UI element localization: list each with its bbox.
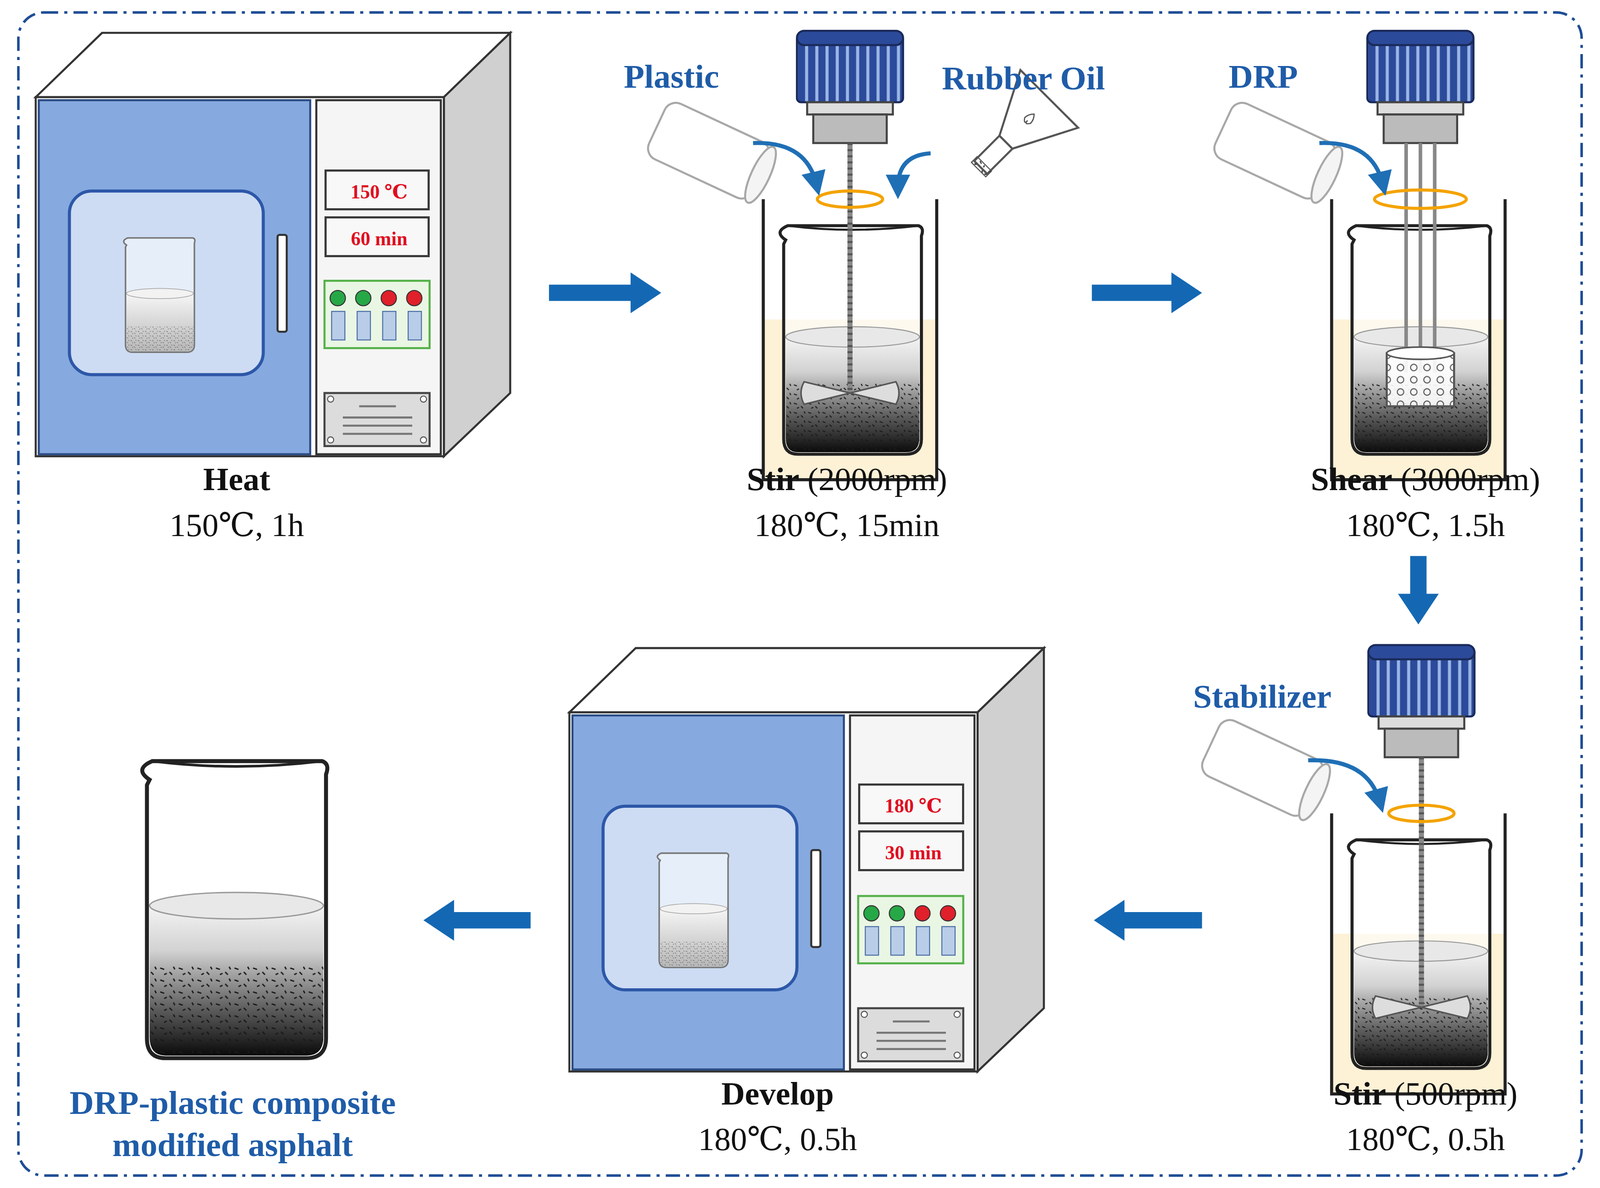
step-title: Stir (500rpm) [1200,1073,1600,1115]
step-title: Develop [553,1073,1003,1115]
flow-arrow [548,272,662,314]
display-text: 150 ℃ [326,179,432,204]
display-readout: 60 min [324,216,430,258]
ingredient-label: Stabilizer [1192,677,1332,716]
step-condition: 180℃, 0.5h [553,1119,1003,1161]
product-label: DRP-plastic composite modified asphalt [38,1082,427,1167]
process-step: Stir (2000rpm)180℃, 15min [661,25,1092,557]
step-keyword: Heat [203,461,271,498]
display-text: 60 min [326,226,432,251]
oven [569,648,1044,1072]
step-keyword: Stir [746,461,799,498]
product-beaker-drawing [142,761,328,1059]
step-condition: 150℃, 1h [12,505,462,546]
process-step: Shear (3000rpm)180℃, 1.5h [1202,25,1580,557]
process-step: Heat150℃, 1h150 ℃60 min [30,25,549,557]
display-text: 180 ℃ [860,794,967,819]
shearing-setup [1210,30,1506,480]
step-keyword: Shear [1310,461,1393,498]
step-title: Stir (2000rpm) [622,459,1072,500]
display-readout: 30 min [858,830,965,872]
ingredient-label: Plastic [623,57,720,96]
display-readout: 150 ℃ [324,169,430,211]
process-step: Develop 180℃, 0.5h 180 ℃ 30 min [530,627,1095,1169]
flow-arrow [1094,899,1203,941]
flow-arrow [423,899,531,941]
oven [35,32,511,457]
step-title: Shear (3000rpm) [1200,459,1600,500]
display-readout: 180 ℃ [858,783,965,825]
step-condition: 180℃, 15min [622,505,1072,546]
display-text: 30 min [860,841,967,866]
product-beaker: DRP-plastic composite modified asphalt [40,714,424,1179]
flow-arrow [1398,556,1440,625]
step-keyword: Develop [721,1075,834,1112]
step-title: Heat [12,459,462,500]
outer-frame [18,12,1582,1176]
step-condition: 180℃, 1.5h [1200,505,1600,546]
stirring-setup [643,30,1078,480]
step-keyword: Stir [1333,1075,1386,1112]
ingredient-label: DRP [1228,57,1298,96]
ingredient-label: Rubber Oil [942,59,1106,98]
step-condition: 180℃, 0.5h [1200,1119,1600,1161]
flow-arrow [1091,272,1203,314]
